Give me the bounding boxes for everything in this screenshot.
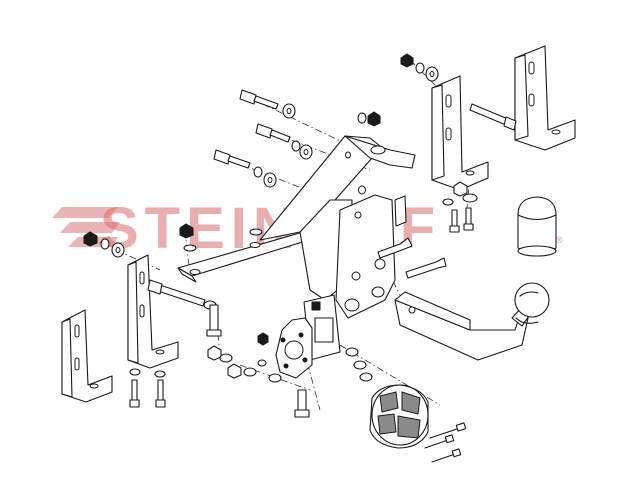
watermark-registered-mark: ® <box>556 235 563 245</box>
socket-screws <box>424 422 467 463</box>
center-plate-bolts <box>377 195 447 279</box>
center-mounting-plate <box>335 194 396 319</box>
upper-bolt-stack-1 <box>239 89 386 155</box>
left-side-bracket <box>127 254 179 369</box>
upper-bolt-stack-2 <box>255 123 313 160</box>
vertical-bolts <box>129 207 474 418</box>
left-bracket-bolt-set <box>83 231 217 310</box>
upper-bolt-stack-3 <box>213 149 277 188</box>
right-vehicle-bracket <box>514 45 576 151</box>
right-side-bracket <box>431 75 489 191</box>
left-vehicle-bracket <box>61 309 113 403</box>
tow-ball <box>514 282 550 324</box>
nuts-and-washers <box>129 181 478 383</box>
right-bracket-bolt-set <box>400 53 517 131</box>
socket-mounting-plate <box>275 294 341 379</box>
tow-ball-cover-cap <box>517 196 557 257</box>
electrical-socket <box>369 384 429 449</box>
